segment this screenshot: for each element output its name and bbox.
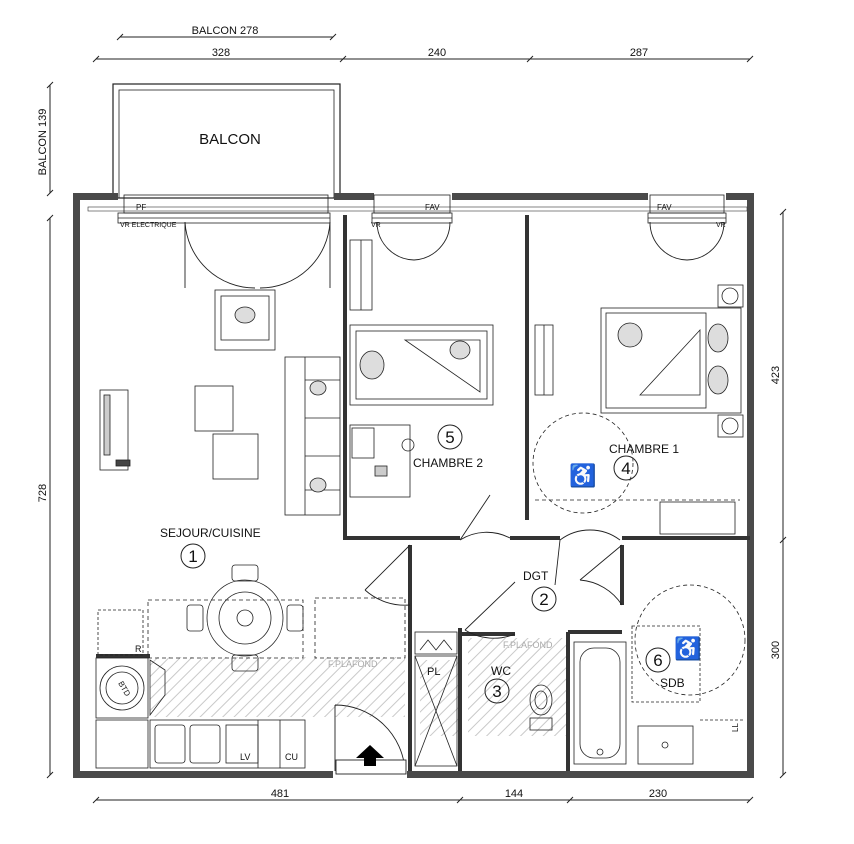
room-label-dgt: DGT bbox=[523, 569, 549, 583]
bottom-dimension-2: 144 bbox=[505, 788, 523, 800]
f-plafond-label-1: F.PLAFOND bbox=[328, 659, 378, 669]
r-label: R bbox=[135, 644, 142, 654]
balcony-width-dimension: BALCON 278 bbox=[192, 25, 259, 37]
room-number-6: 6 bbox=[653, 651, 662, 670]
balcony-depth-dimension: BALCON 139 bbox=[37, 109, 49, 176]
room-label-sejour-cuisine: SEJOUR/CUISINE bbox=[160, 526, 261, 540]
room-number-circle-3 bbox=[484, 678, 510, 704]
fav-label-2: FAV bbox=[657, 203, 672, 212]
room-label-sdb: SDB bbox=[660, 676, 685, 690]
wc-fixtures bbox=[529, 684, 553, 731]
f-plafond-label-2: F.PLAFOND bbox=[503, 640, 553, 650]
top-dimension-1: 328 bbox=[212, 47, 230, 59]
room-number-3: 3 bbox=[492, 682, 501, 701]
room-number-1: 1 bbox=[188, 547, 197, 566]
exterior-walls bbox=[73, 193, 754, 778]
windows bbox=[117, 194, 727, 224]
hatched-areas bbox=[150, 638, 568, 736]
pf-label: PF bbox=[136, 203, 146, 212]
ll-label: LL bbox=[731, 723, 740, 732]
left-dimension: 728 bbox=[37, 484, 49, 502]
fav-label-1: FAV bbox=[425, 203, 440, 212]
bottom-dimension-1: 481 bbox=[271, 788, 289, 800]
balcony bbox=[112, 83, 341, 199]
room-label-chambre-1: CHAMBRE 1 bbox=[609, 442, 679, 456]
room-number-5: 5 bbox=[445, 428, 454, 447]
room-label-wc: WC bbox=[491, 664, 511, 678]
room-number-circle-2 bbox=[531, 586, 557, 612]
room-number-circle-4 bbox=[613, 455, 639, 481]
lv-label: LV bbox=[240, 752, 250, 762]
vr-label-2: VR bbox=[716, 222, 726, 229]
room-number-circle-6 bbox=[645, 647, 671, 673]
entrance-arrow-icon bbox=[356, 745, 384, 766]
cu-label: CU bbox=[285, 752, 298, 762]
room-number-4: 4 bbox=[621, 459, 630, 478]
bathroom-fixtures bbox=[573, 584, 746, 765]
top-dimension-2: 240 bbox=[428, 47, 446, 59]
doors bbox=[184, 221, 725, 775]
room-number-2: 2 bbox=[539, 590, 548, 609]
wheelchair-icon-bedroom: ♿ bbox=[569, 463, 596, 488]
dimension-lines bbox=[46, 33, 787, 804]
bottom-dimension-3: 230 bbox=[649, 788, 667, 800]
room-number-circle-5 bbox=[437, 424, 463, 450]
top-dimension-3: 287 bbox=[630, 47, 648, 59]
living-furniture bbox=[95, 289, 406, 769]
vr-electrique-label: VR ELECTRIQUE bbox=[120, 222, 177, 229]
balcony-label: BALCON bbox=[199, 131, 261, 148]
right-dimension-1: 423 bbox=[770, 366, 782, 384]
btd-label: BTD bbox=[116, 680, 132, 699]
vr-label-1: VR bbox=[371, 222, 381, 229]
bedroom-2-furniture bbox=[349, 239, 494, 498]
interior-walls bbox=[96, 215, 750, 771]
right-dimension-2: 300 bbox=[770, 641, 782, 659]
pl-label: PL bbox=[427, 666, 440, 678]
room-number-circle-1 bbox=[180, 543, 206, 569]
bedroom-1-furniture bbox=[532, 284, 744, 535]
wheelchair-icon-bathroom: ♿ bbox=[674, 636, 701, 661]
room-label-chambre-2: CHAMBRE 2 bbox=[413, 456, 483, 470]
closet-pl bbox=[414, 631, 458, 767]
